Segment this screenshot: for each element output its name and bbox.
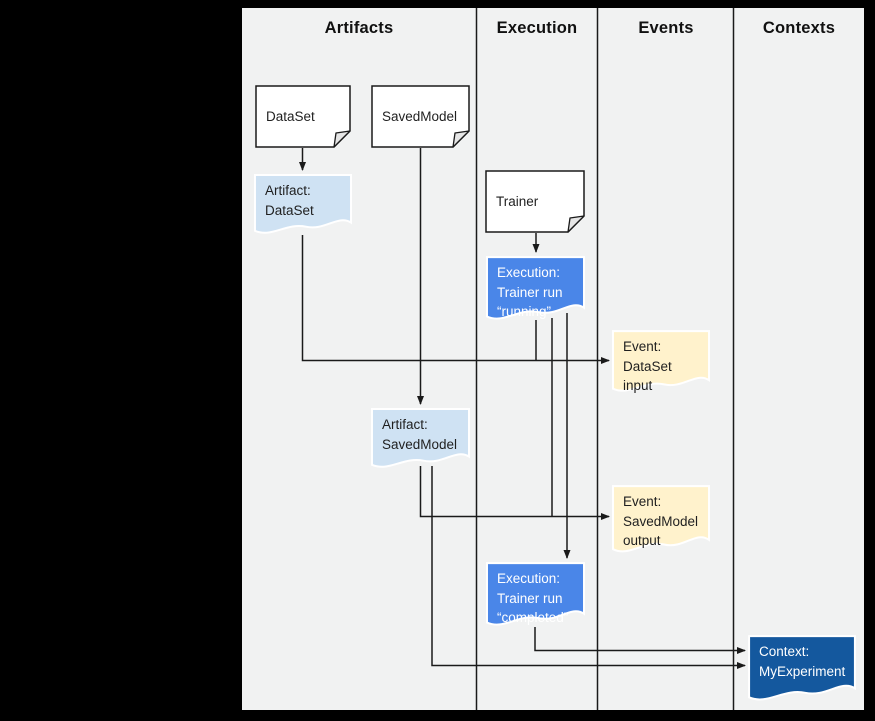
document-shape-icon	[371, 85, 470, 148]
document-shape-icon	[255, 85, 351, 148]
column-header-contexts: Contexts	[762, 18, 836, 37]
node-execution-running-line1: Execution:	[497, 265, 561, 280]
node-artifact-dataset-line2: DataSet	[265, 202, 314, 218]
node-event-savedmodel-output-line3: output	[623, 533, 661, 548]
node-execution-running: Execution: Trainer run “running”	[486, 256, 585, 322]
node-context-myexperiment-line2: MyExperiment	[759, 663, 846, 679]
wave-shape-icon	[612, 330, 710, 394]
node-trainer: Trainer	[485, 170, 585, 233]
node-execution-completed: Execution: Trainer run “completed”	[486, 562, 585, 628]
node-artifact-savedmodel-line1: Artifact:	[382, 417, 428, 432]
node-event-savedmodel-output-line2: SavedModel	[623, 513, 699, 529]
column-header-artifacts: Artifacts	[324, 18, 394, 37]
node-dataset-label: DataSet	[266, 108, 315, 124]
node-savedmodel: SavedModel	[371, 85, 470, 148]
node-event-savedmodel-output: Event: SavedModel output	[612, 485, 710, 555]
node-dataset: DataSet	[255, 85, 351, 148]
wave-shape-icon	[254, 174, 352, 236]
node-artifact-savedmodel-line2: SavedModel	[382, 436, 458, 452]
node-artifact-dataset: Artifact: DataSet	[254, 174, 352, 236]
node-event-dataset-input-line1: Event:	[623, 339, 662, 354]
wave-shape-icon	[748, 635, 856, 703]
node-execution-completed-line1: Execution:	[497, 571, 561, 586]
node-event-dataset-input: Event: DataSet input	[612, 330, 710, 394]
node-context-myexperiment-line1: Context:	[759, 644, 810, 659]
node-execution-running-line3: “running”	[497, 304, 552, 319]
document-shape-icon	[485, 170, 585, 233]
column-header-execution: Execution	[496, 18, 578, 37]
node-context-myexperiment: Context: MyExperiment	[748, 635, 856, 703]
node-execution-completed-line2: Trainer run	[497, 590, 563, 606]
node-execution-running-line2: Trainer run	[497, 284, 563, 300]
node-execution-completed-line3: “completed”	[497, 610, 569, 625]
node-trainer-label: Trainer	[496, 193, 539, 209]
node-artifact-dataset-line1: Artifact:	[265, 183, 311, 198]
node-event-dataset-input-line2: DataSet input	[623, 358, 672, 394]
node-event-savedmodel-output-line1: Event:	[623, 494, 662, 509]
node-savedmodel-label: SavedModel	[382, 108, 458, 124]
node-artifact-savedmodel: Artifact: SavedModel	[371, 408, 470, 470]
column-header-events: Events	[638, 18, 694, 37]
wave-shape-icon	[371, 408, 470, 470]
